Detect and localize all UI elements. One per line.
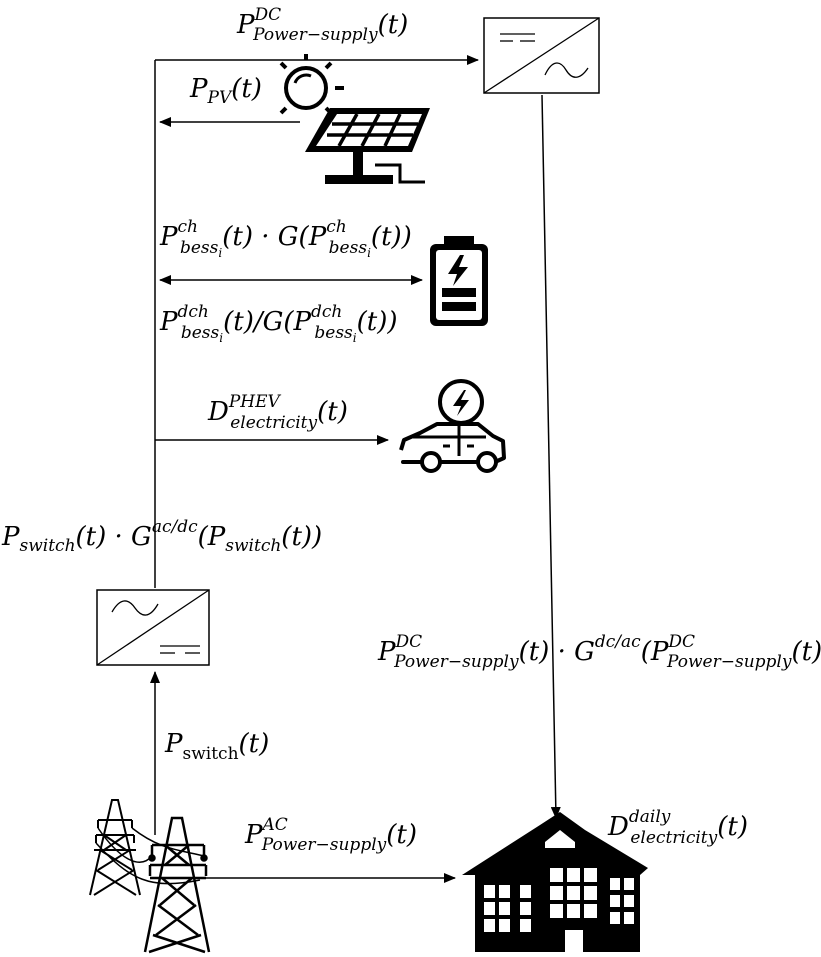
solar-panel-icon xyxy=(305,108,430,184)
sun-icon xyxy=(279,54,344,115)
inverter-to-house-arrow xyxy=(541,94,561,819)
label-switch-power: Pswitch(t) xyxy=(164,729,269,764)
label-switch-conversion: Pswitch(t) · Gac/dc(Pswitch(t)) xyxy=(1,517,322,556)
dc-ac-inverter-icon xyxy=(483,17,600,94)
battery-icon xyxy=(430,236,488,326)
house-icon xyxy=(462,812,648,952)
dc-bus xyxy=(150,55,561,883)
transmission-tower-icon xyxy=(89,799,211,954)
label-pv-power: PPV(t) xyxy=(189,74,262,108)
ac-dc-rectifier-icon xyxy=(96,589,210,666)
electric-car-icon xyxy=(399,379,506,473)
